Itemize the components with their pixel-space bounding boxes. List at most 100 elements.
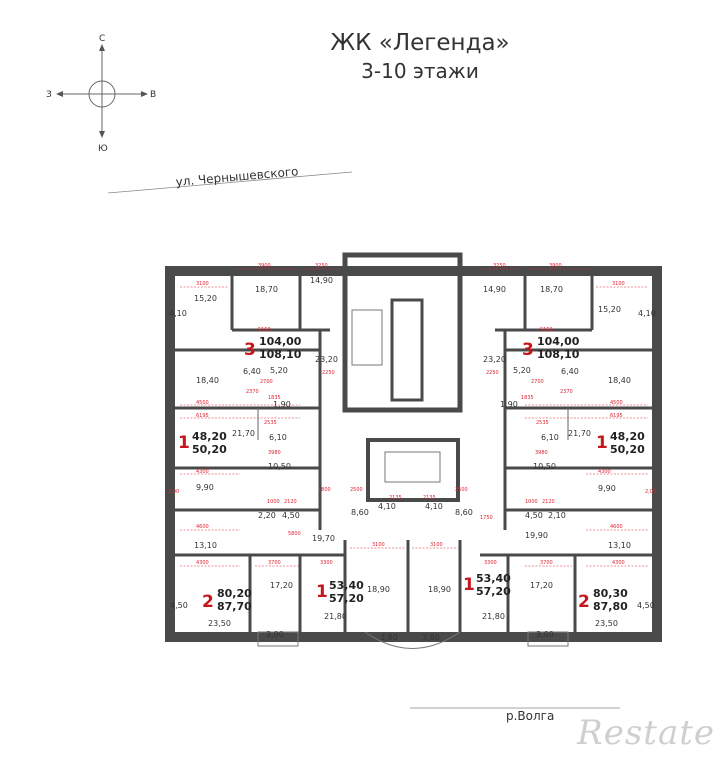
room-area: 18,40	[196, 376, 219, 385]
room-area: 4,50	[170, 601, 188, 610]
apartment-marker[interactable]: 2 80,20 87,70	[202, 587, 252, 613]
building-walls	[165, 252, 662, 649]
room-area: 21,80	[324, 612, 347, 621]
dim-label: 4300	[598, 469, 611, 475]
dim-label: 2500	[455, 487, 468, 493]
dim-label: 2120	[284, 499, 297, 505]
room-area: 4,10	[378, 502, 396, 511]
room-area: 5,20	[270, 366, 288, 375]
dim-label: 3100	[372, 542, 385, 548]
room-area: 9,90	[598, 484, 616, 493]
room-labels: 18,70 14,90 15,20 4,10 23,20 18,40 6,40 …	[168, 276, 656, 642]
complex-name: ЖК «Легенда»	[330, 30, 510, 56]
apartment-area-full: 50,20	[610, 443, 645, 456]
dim-label: 2370	[560, 389, 573, 395]
south-arrow-icon	[99, 131, 105, 138]
room-area: 8,60	[455, 508, 473, 517]
apartment-area: 53,40	[329, 579, 364, 592]
street-line-top	[107, 171, 353, 194]
room-area: 18,70	[540, 285, 563, 294]
dim-label: 3900	[549, 263, 562, 269]
room-area: 3,00	[266, 630, 284, 639]
room-area: 2,20	[258, 511, 276, 520]
dim-label: 2700	[260, 379, 273, 385]
room-area: 4,50	[282, 511, 300, 520]
room-area: 15,20	[598, 305, 621, 314]
apartment-rooms: 3	[244, 340, 256, 360]
dim-label: 3300	[484, 560, 497, 566]
room-area: 17,20	[270, 581, 293, 590]
room-area: 4,50	[637, 601, 655, 610]
room-area: 4,10	[638, 309, 656, 318]
apartment-markers: 3 104,00 108,10 3 104,00 108,10 1 48,20 …	[178, 335, 645, 613]
dim-label: 2700	[531, 379, 544, 385]
room-area: 19,70	[312, 534, 335, 543]
balcony-left	[257, 631, 299, 647]
street-bottom: р.Волга	[506, 709, 554, 723]
apartment-marker[interactable]: 3 104,00 108,10	[244, 335, 302, 361]
room-area: 17,20	[530, 581, 553, 590]
dim-label: 3980	[268, 450, 281, 456]
dim-label: 1000	[525, 499, 538, 505]
bay-window	[364, 631, 461, 649]
dim-label: 4300	[196, 469, 209, 475]
room-area: 21,70	[568, 429, 591, 438]
dim-label: 4500	[196, 400, 209, 406]
outer-wall	[165, 266, 662, 642]
room-area: 23,20	[315, 355, 338, 364]
right-wall	[652, 268, 660, 640]
apartment-area: 80,30	[593, 587, 628, 600]
room-area: 2,00	[645, 489, 656, 495]
room-area: 14,90	[483, 285, 506, 294]
apartment-marker[interactable]: 1 53,40 57,20	[316, 579, 364, 605]
apartment-area-full: 57,20	[329, 592, 364, 605]
apartment-marker[interactable]: 1 48,20 50,20	[596, 430, 645, 456]
dim-label: 2120	[542, 499, 555, 505]
apartment-area: 48,20	[192, 430, 227, 443]
room-area: 21,70	[232, 429, 255, 438]
room-area: 9,90	[196, 483, 214, 492]
room-area: 10,50	[268, 462, 291, 471]
apartment-rooms: 1	[596, 433, 608, 453]
room-area: 1,90	[500, 400, 518, 409]
dim-label: 4300	[612, 560, 625, 566]
dim-label: 1835	[268, 395, 281, 401]
room-area: 14,90	[310, 276, 333, 285]
apartment-rooms: 1	[178, 433, 190, 453]
north-arrow-icon	[99, 44, 105, 51]
dim-label: 4300	[196, 560, 209, 566]
room-area: 23,50	[208, 619, 231, 628]
room-area: 10,50	[533, 462, 556, 471]
room-area: 4,10	[425, 502, 443, 511]
apartment-area: 80,20	[217, 587, 252, 600]
room-area: 15,20	[194, 294, 217, 303]
dim-label: 6195	[196, 413, 209, 419]
dim-label: 3700	[268, 560, 281, 566]
dim-label: 3300	[320, 560, 333, 566]
apartment-marker[interactable]: 1 48,20 50,20	[178, 430, 227, 456]
dim-label: 1000	[267, 499, 280, 505]
bottom-wall	[167, 632, 660, 640]
east-arrow-icon	[141, 91, 148, 97]
apartment-area: 48,20	[610, 430, 645, 443]
dim-label: 1750	[480, 515, 493, 521]
apartment-marker[interactable]: 2 80,30 87,80	[578, 587, 628, 613]
dim-label: 3980	[535, 450, 548, 456]
apartment-rooms: 1	[463, 575, 475, 595]
room-area: 18,70	[255, 285, 278, 294]
apartment-area-full: 50,20	[192, 443, 227, 456]
room-area: 4,10	[169, 309, 187, 318]
room-area: 23,50	[595, 619, 618, 628]
apartment-marker[interactable]: 1 53,40 57,20	[463, 572, 511, 598]
apartment-area: 53,40	[476, 572, 511, 585]
room-area: 21,80	[482, 612, 505, 621]
apartment-rooms: 3	[522, 340, 534, 360]
stairs-upper	[351, 309, 383, 366]
room-area: 1,90	[273, 400, 291, 409]
dim-label: 2250	[322, 370, 335, 376]
core-upper	[342, 252, 463, 413]
apartment-marker[interactable]: 3 104,00 108,10	[522, 335, 580, 361]
compass-west: З	[46, 90, 52, 100]
apartment-area-full: 57,20	[476, 585, 511, 598]
